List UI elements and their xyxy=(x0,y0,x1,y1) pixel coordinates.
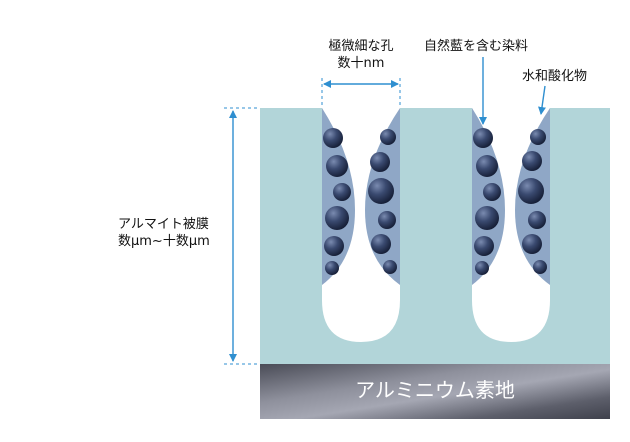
dye-particle xyxy=(530,129,546,145)
dye-particle xyxy=(518,178,544,204)
dye-particle xyxy=(368,178,394,204)
dye-particle xyxy=(378,211,396,229)
dye-particle xyxy=(324,236,344,256)
dye-particle xyxy=(528,211,546,229)
pore-size-label-line-1: 極微細な孔 xyxy=(328,39,394,54)
dye-particle xyxy=(380,129,396,145)
dye-particle xyxy=(476,155,498,177)
dye-particle xyxy=(473,128,493,148)
dye-particles xyxy=(323,128,547,275)
dye-particle xyxy=(522,234,542,254)
dye-particle xyxy=(475,261,489,275)
film-label-line-1: アルマイト被膜 xyxy=(118,217,209,232)
pore-size-label-line-2: 数十nm xyxy=(337,56,385,71)
anodized-film-layer xyxy=(260,108,610,364)
dye-particle xyxy=(475,206,499,230)
dye-particle xyxy=(326,155,348,177)
dye-particle xyxy=(371,234,391,254)
dye-particle xyxy=(333,183,351,201)
dye-label: 自然藍を含む染料 xyxy=(424,39,529,54)
dye-particle xyxy=(383,260,397,274)
dye-particle xyxy=(474,236,494,256)
dye-particle xyxy=(522,151,542,171)
dye-particle xyxy=(483,183,501,201)
film-label-line-2: 数μm~十数μm xyxy=(118,234,210,249)
dye-particle xyxy=(323,128,343,148)
film-thickness-label: アルマイト被膜 数μm~十数μm xyxy=(118,216,210,250)
dye-particle xyxy=(370,152,390,172)
hydrate-label: 水和酸化物 xyxy=(522,69,588,84)
hydrate-leader-arrow xyxy=(538,85,546,115)
film-thickness-dimension xyxy=(224,107,260,365)
substrate-label: アルミニウム素地 xyxy=(355,378,515,402)
aluminum-substrate xyxy=(260,364,610,419)
dye-particle xyxy=(325,206,349,230)
dye-particle xyxy=(325,261,339,275)
pore-size-label: 極微細な孔 数十nm xyxy=(296,38,426,72)
pore-width-dimension xyxy=(321,78,401,108)
dye-particle xyxy=(533,260,547,274)
